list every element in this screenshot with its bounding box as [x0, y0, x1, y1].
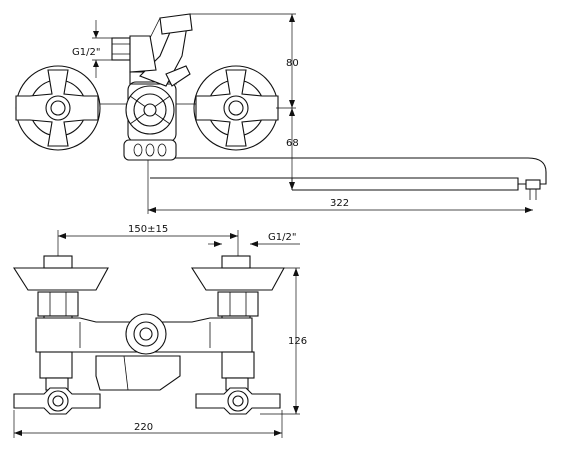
dim-80-label: 80 [286, 58, 299, 69]
front-view-dimensions: 150±15 G1/2" 126 220 [13, 224, 307, 438]
right-inlet [190, 255, 285, 329]
diverter-lever [111, 13, 193, 87]
top-view: G1/2" 80 68 322 [15, 13, 547, 214]
dim-126-label: 126 [288, 336, 307, 347]
front-body [35, 313, 253, 391]
right-stem [221, 351, 255, 391]
left-handle-front-view [13, 387, 101, 415]
front-thread-label: G1/2" [268, 232, 296, 243]
dim-68-label: 68 [286, 138, 299, 149]
dim-322-label: 322 [330, 198, 349, 209]
right-handle-front-view [195, 387, 281, 415]
top-view-dimensions: G1/2" 80 68 322 [72, 13, 533, 214]
top-thread-label: G1/2" [72, 47, 100, 58]
dim-220-label: 220 [134, 422, 153, 433]
spout [150, 157, 547, 200]
left-handle-top-view [15, 65, 101, 151]
diverter-knob [125, 85, 175, 135]
dim-150-label: 150±15 [128, 224, 168, 235]
left-stem [39, 351, 73, 391]
left-inlet [12, 255, 109, 329]
front-view: 150±15 G1/2" 126 220 [12, 224, 307, 438]
right-handle-top-view [193, 65, 279, 151]
